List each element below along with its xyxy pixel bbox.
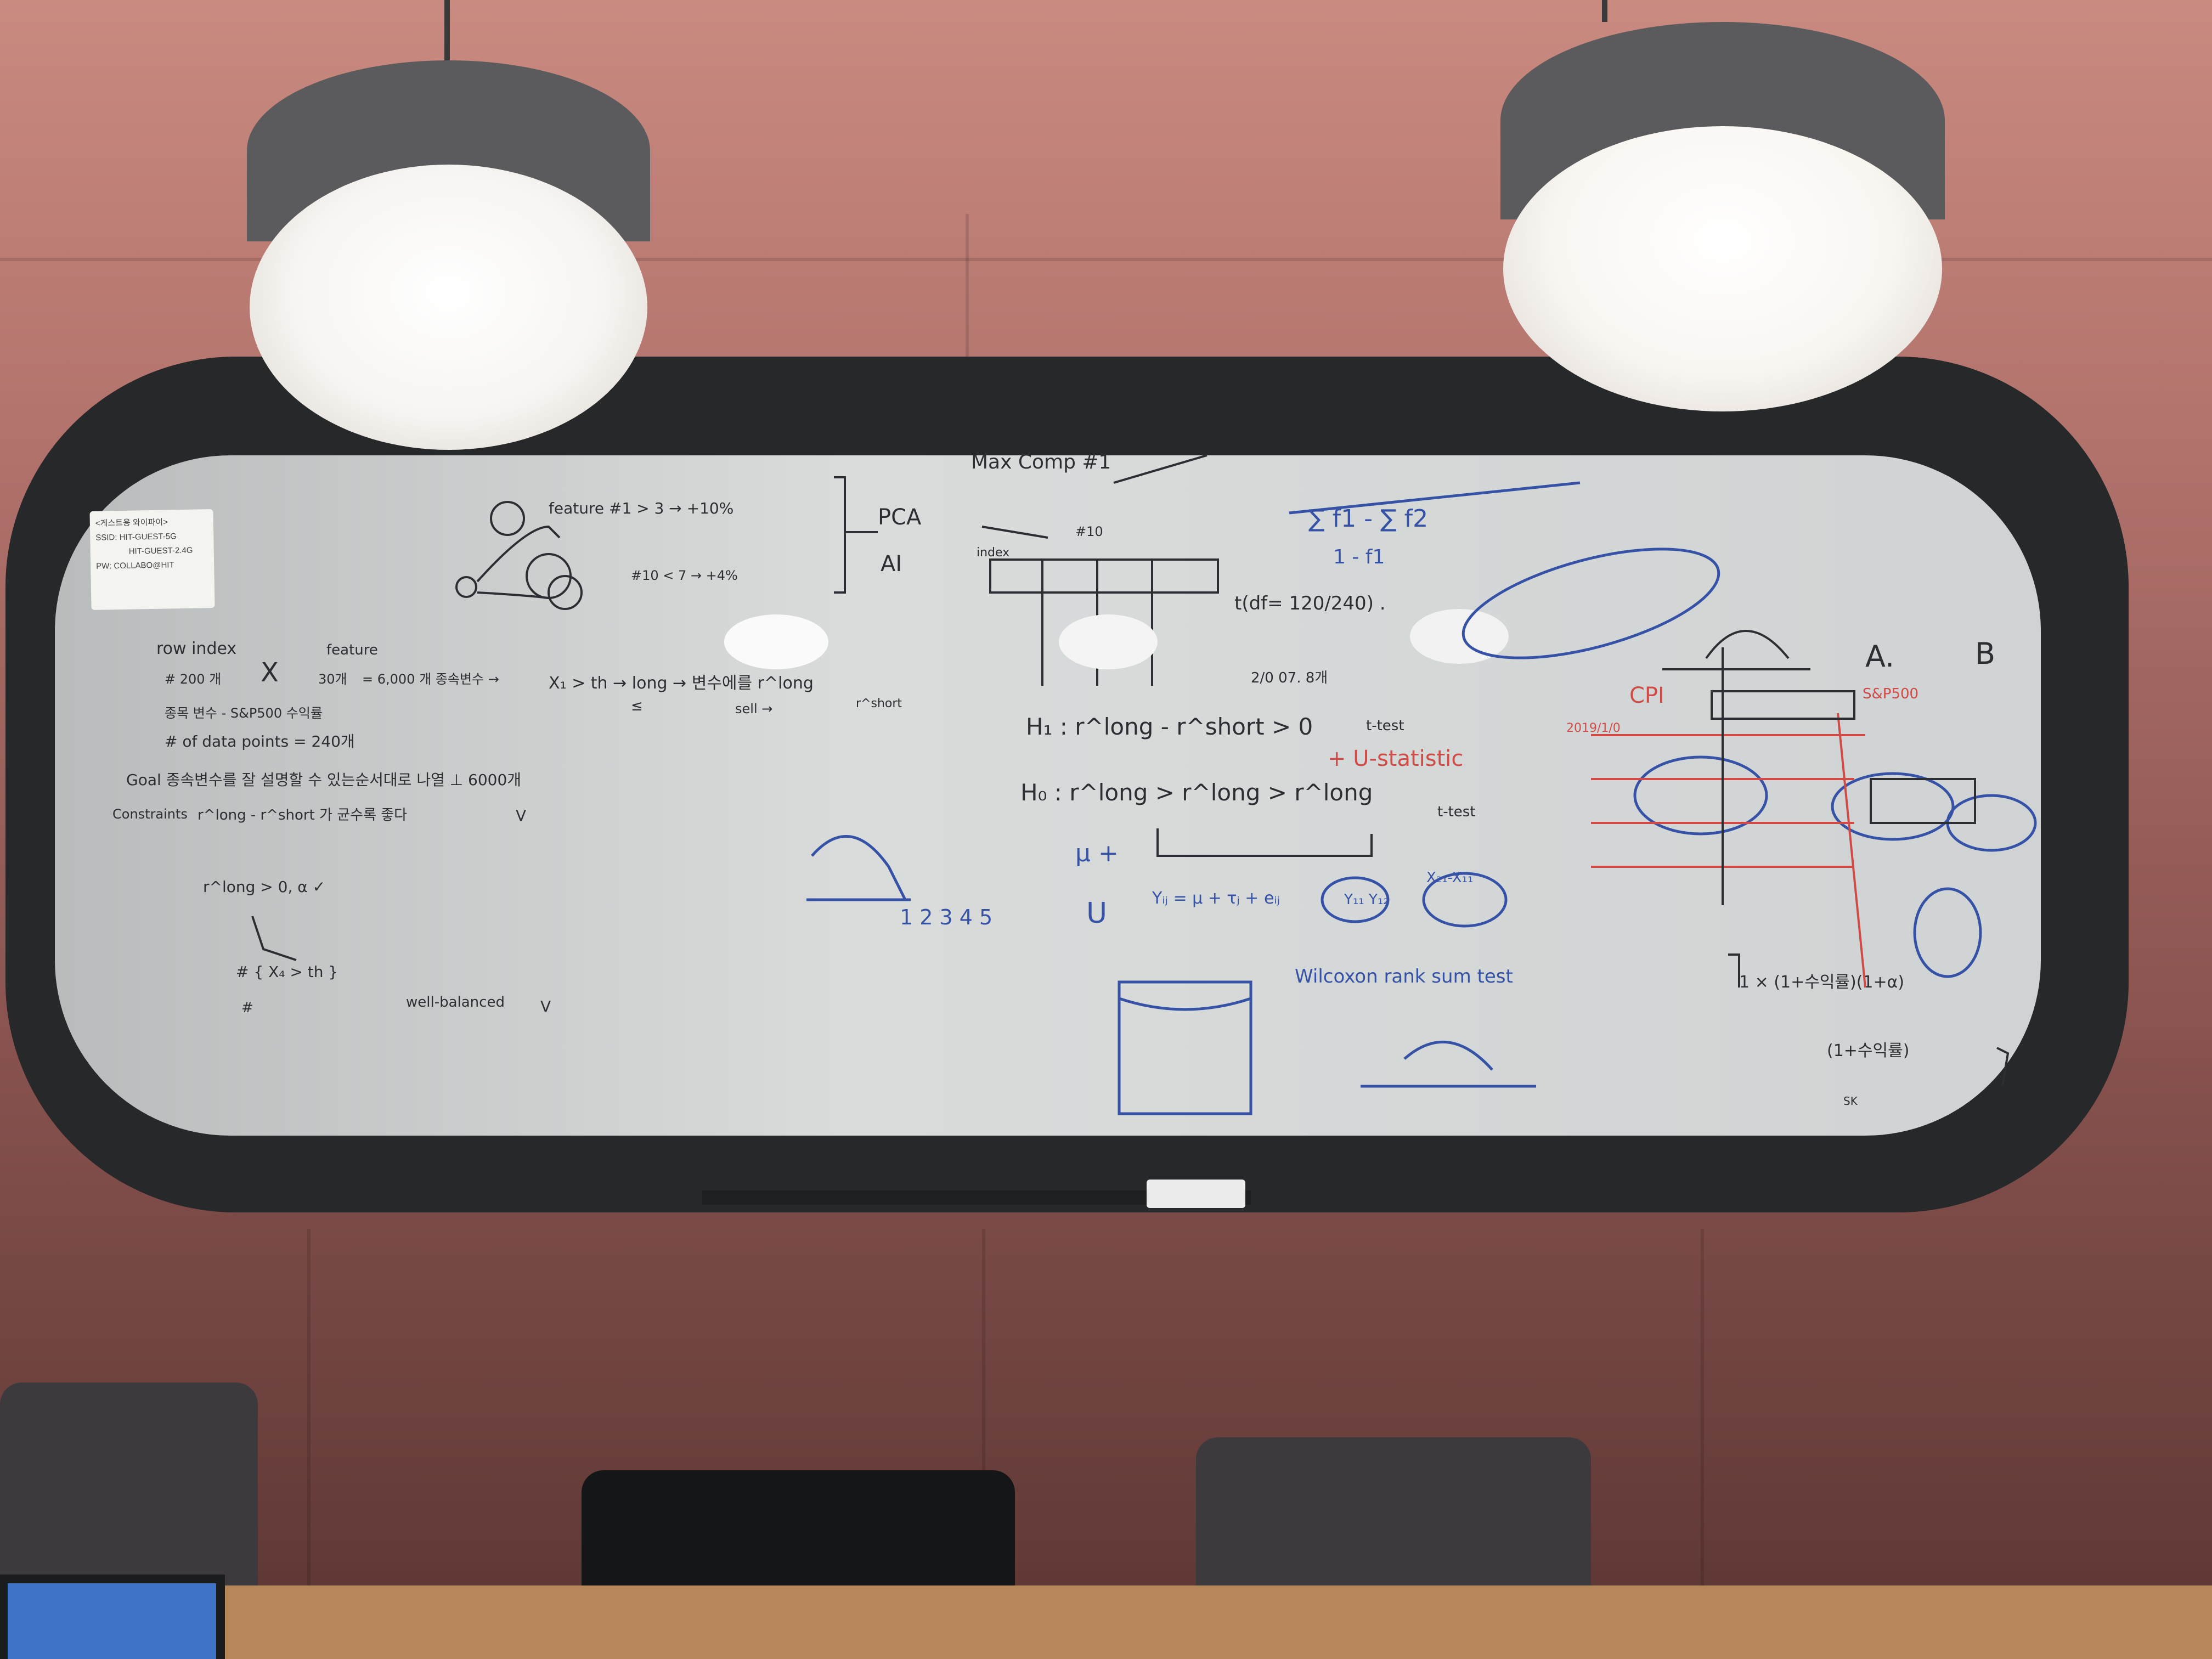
handwriting: = 6,000 개 종속변수 → [362, 672, 499, 687]
handwriting: CPI [1629, 683, 1664, 708]
red-sketches [1591, 713, 1866, 988]
handwriting: 30개 [318, 672, 347, 687]
handwriting: Constraints [112, 806, 188, 822]
handwriting: #10 < 7 → +4% [631, 568, 738, 583]
handwriting: well-balanced [406, 994, 505, 1011]
lamp-reflection [1410, 609, 1509, 664]
wall-panel-line [307, 1229, 311, 1657]
handwriting: H₀ : r^long > r^long > r^long [1020, 779, 1373, 806]
lamp-cord [1602, 0, 1607, 22]
handwriting: Yᵢⱼ = μ + τⱼ + eᵢⱼ [1152, 889, 1280, 908]
handwriting: sell → [735, 701, 773, 716]
whiteboard [55, 455, 2041, 1136]
handwriting: V [516, 806, 527, 825]
handwriting: r^long - r^short 가 균수록 좋다 [198, 807, 408, 823]
handwriting: # [241, 1000, 253, 1016]
handwriting: Max Comp #1 [971, 451, 1111, 473]
handwriting: + U-statistic [1328, 746, 1464, 771]
handwriting: Wilcoxon rank sum test [1295, 966, 1513, 988]
handwriting: AI [881, 551, 902, 577]
lamp-globe [1503, 126, 1942, 411]
handwriting: B [1975, 636, 1996, 671]
wall-panel-line [0, 258, 2212, 261]
wall-panel-line [1701, 1229, 1704, 1657]
handwriting: U [1086, 897, 1108, 930]
handwriting: #10 [1075, 524, 1103, 539]
handwriting: μ + [1075, 839, 1119, 867]
handwriting: SK [1843, 1094, 1858, 1108]
handwriting: feature [326, 642, 378, 658]
handwriting: row index [156, 639, 237, 658]
handwriting: X₁ > th → long → 변수에를 r^long [549, 674, 814, 693]
handwriting: 2019/1/0 [1566, 721, 1621, 735]
handwriting: X [261, 657, 279, 688]
lamp-reflection [1059, 614, 1158, 669]
handwriting: 1 - f1 [1333, 546, 1385, 568]
handwriting: t-test [1366, 718, 1404, 734]
handwriting: 2/0 07. 8개 [1251, 670, 1328, 686]
handwriting: 1 × (1+수익률)(1+α) [1739, 973, 1905, 992]
handwriting: r^long > 0, α ✓ [203, 878, 326, 896]
feature-diagram [251, 454, 1373, 961]
handwriting: r^short [856, 697, 902, 710]
wall-panel-line [966, 214, 969, 379]
handwriting: 종목 변수 - S&P500 수익률 [165, 706, 323, 721]
lamp-cord [444, 0, 450, 66]
handwriting: t(df= 120/240) . [1234, 592, 1386, 614]
handwriting: ≤ [631, 698, 643, 714]
handwriting: 1 2 3 4 5 [900, 905, 993, 929]
lamp-reflection [724, 614, 828, 669]
handwriting: S&P500 [1863, 686, 1919, 702]
handwriting: # { X₄ > th } [236, 963, 338, 981]
lamp-globe [250, 165, 647, 450]
laptop-screen [8, 1583, 216, 1659]
handwriting: Goal 종속변수를 잘 설명할 수 있는순서대로 나열 ⊥ 6000개 [126, 771, 522, 789]
handwriting: V [540, 997, 551, 1015]
handwriting: # 200 개 [165, 672, 222, 687]
handwriting: (1+수익률) [1827, 1041, 1910, 1060]
wall-panel-line [982, 1229, 985, 1657]
blue-sketches [806, 481, 2037, 1115]
table [0, 1585, 2212, 1659]
handwriting: feature #1 > 3 → +10% [549, 499, 734, 517]
handwriting: Y₁₁ Y₁₂ [1344, 891, 1389, 908]
handwriting: PCA [878, 505, 922, 530]
handwriting: # of data points = 240개 [165, 732, 355, 751]
eraser [1147, 1180, 1245, 1208]
black-sketches-right [1662, 630, 2010, 1087]
handwriting: t-test [1437, 804, 1476, 820]
handwriting: A. [1865, 639, 1895, 674]
handwriting: index [977, 546, 1010, 560]
handwriting: H₁ : r^long - r^short > 0 [1026, 713, 1313, 740]
